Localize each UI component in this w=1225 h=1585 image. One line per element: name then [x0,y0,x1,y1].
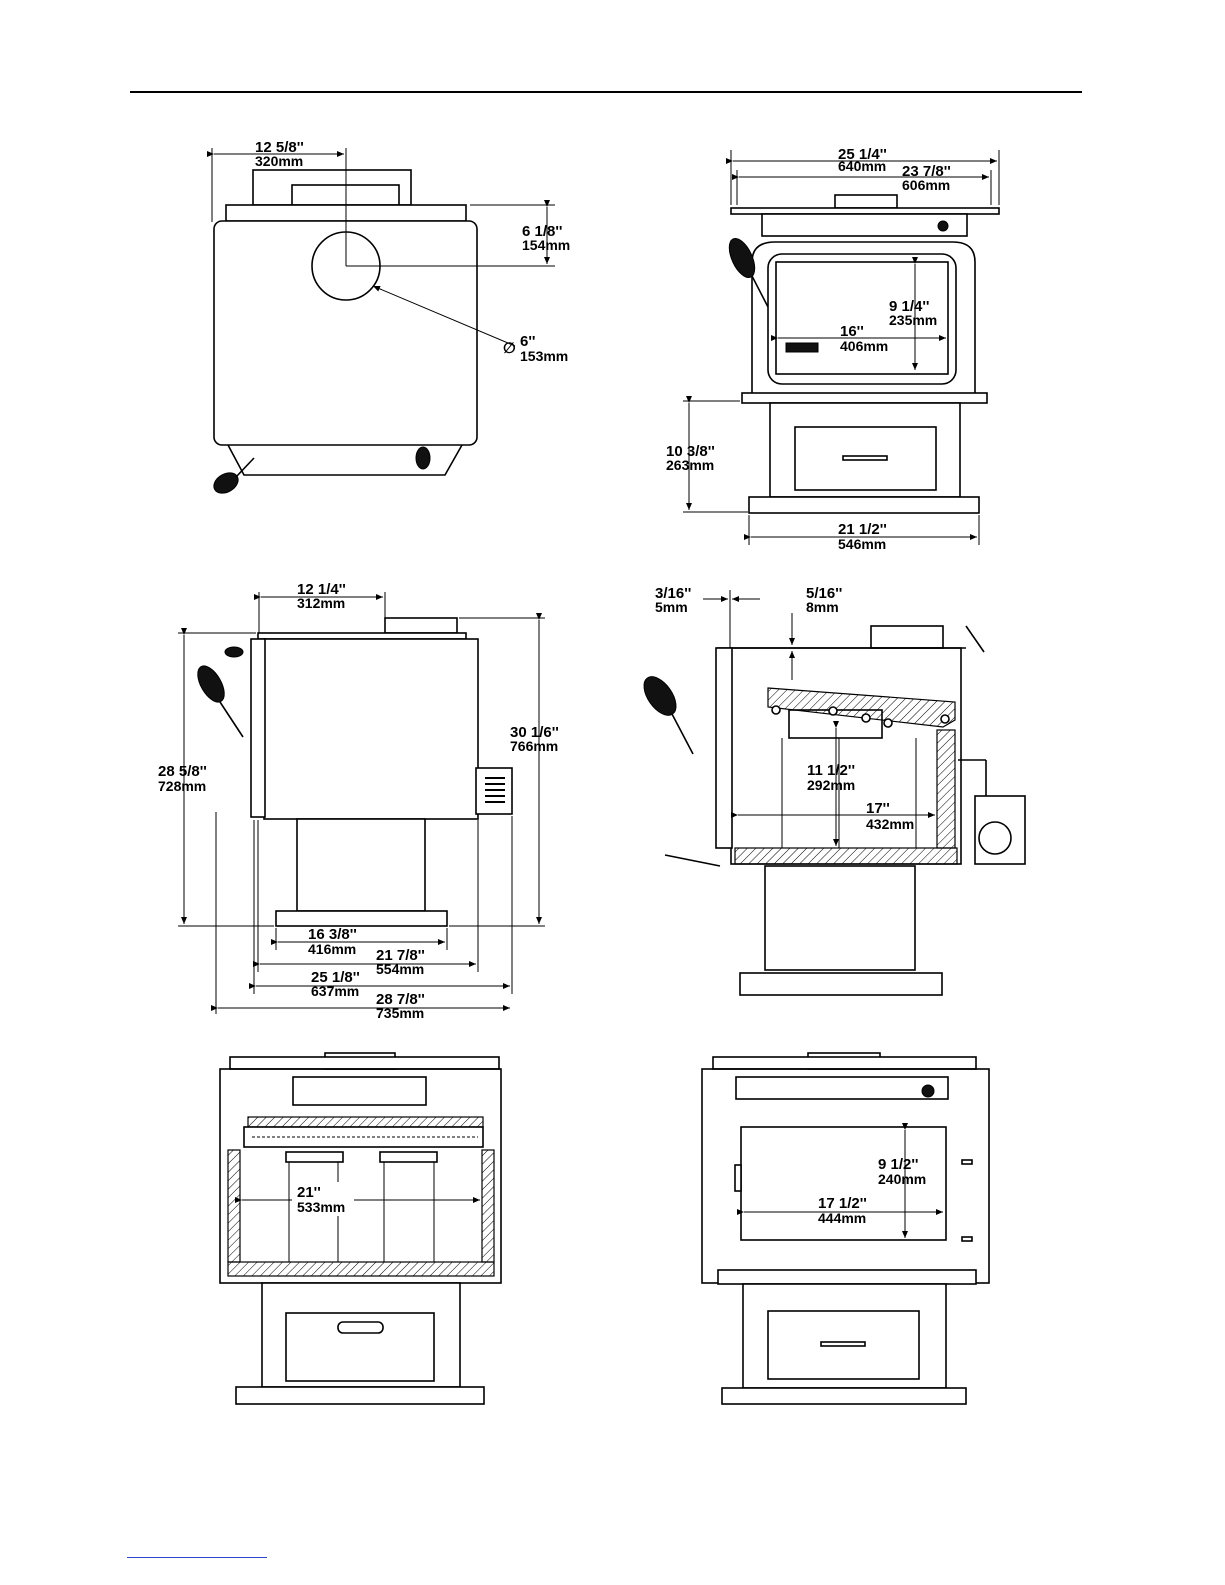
rear-firebox-width-mm: 533mm [297,1199,345,1215]
side-depth-with-door-in: 25 1/8'' [311,969,360,986]
front-overall-width-in: 25 1/4'' [838,146,887,163]
front-view: 25 1/4'' 640mm 23 7/8'' 606mm 9 1/4'' 23… [666,146,1000,552]
section-firebox-depth-mm: 432mm [866,816,914,832]
front-floor-to-door-in: 10 3/8'' [666,443,715,460]
side-height-to-top-mm: 728mm [158,778,206,794]
open-width-mm: 444mm [818,1210,866,1226]
rear-section-view: 21'' 533mm [219,1052,502,1405]
side-overall-height-mm: 766mm [510,738,558,754]
side-pedestal-depth-mm: 416mm [308,941,356,957]
front-top-width-in: 23 7/8'' [902,163,951,180]
front-base-width-mm: 546mm [838,536,886,552]
front-glass-height-mm: 235mm [889,312,937,328]
section-view: 3/16'' 5mm 5/16'' 8mm 11 1/2'' 292mm 17'… [643,585,1026,996]
open-height-in: 9 1/2'' [878,1156,919,1173]
side-view: 12 1/4'' 312mm 30 1/6'' 766mm 28 5/8'' 7… [158,581,559,1021]
rear-firebox-width-in: 21'' [297,1184,321,1201]
front-base-width-in: 21 1/2'' [838,521,887,538]
top-flue-offset-mm: 154mm [522,237,570,253]
top-flue-offset-in: 6 1/8'' [522,223,563,240]
front-open-view: 9 1/2'' 240mm 17 1/2'' 444mm [701,1052,990,1405]
damper-knob-icon [415,446,431,470]
side-body-depth-mm: 554mm [376,961,424,977]
section-clearance-b-mm: 8mm [806,599,839,615]
section-firebox-height-in: 11 1/2'' [807,762,855,779]
front-floor-to-door-mm: 263mm [666,457,714,473]
side-body-depth-in: 21 7/8'' [376,947,425,964]
side-flue-setback-in: 12 1/4'' [297,581,346,598]
side-flue-setback-mm: 312mm [297,595,345,611]
side-handle-knob-icon [197,665,225,703]
open-width-in: 17 1/2'' [818,1195,867,1212]
air-control-knob-icon [937,220,949,232]
open-air-control-knob-icon [921,1084,935,1098]
top-width-mm: 320mm [255,153,303,169]
open-height-mm: 240mm [878,1171,926,1187]
side-overall-depth-mm: 735mm [376,1005,424,1021]
section-clearance-a-mm: 5mm [655,599,688,615]
front-glass-width-mm: 406mm [840,338,888,354]
footer-rule [127,1557,267,1558]
front-top-width-mm: 606mm [902,177,950,193]
front-glass-height-in: 9 1/4'' [889,298,930,315]
front-glass-width-in: 16'' [840,323,864,340]
blower-fan-icon [978,821,1012,855]
side-pedestal-depth-in: 16 3/8'' [308,926,357,943]
diameter-symbol: ∅ [503,340,516,357]
section-clearance-a-in: 3/16'' [655,585,691,602]
section-firebox-height-mm: 292mm [807,777,855,793]
side-overall-depth-in: 28 7/8'' [376,991,425,1008]
section-handle-knob-icon [643,676,677,716]
front-overall-width-mm: 640mm [838,158,886,174]
top-view: 12 5/8'' 320mm 6 1/8'' 154mm ∅ 6'' 153mm [207,139,570,494]
section-clearance-b-in: 5/16'' [806,585,842,602]
door-handle-knob-icon [728,238,756,278]
handle-knob-icon [213,472,239,494]
side-height-to-top-in: 28 5/8'' [158,763,207,780]
top-flue-diameter-in: 6'' [520,333,535,350]
section-firebox-depth-in: 17'' [866,800,890,817]
side-depth-with-door-mm: 637mm [311,983,359,999]
side-overall-height-in: 30 1/6'' [510,724,559,741]
top-flue-diameter-mm: 153mm [520,348,568,364]
top-width-in: 12 5/8'' [255,139,304,156]
header-rule [130,91,1082,93]
